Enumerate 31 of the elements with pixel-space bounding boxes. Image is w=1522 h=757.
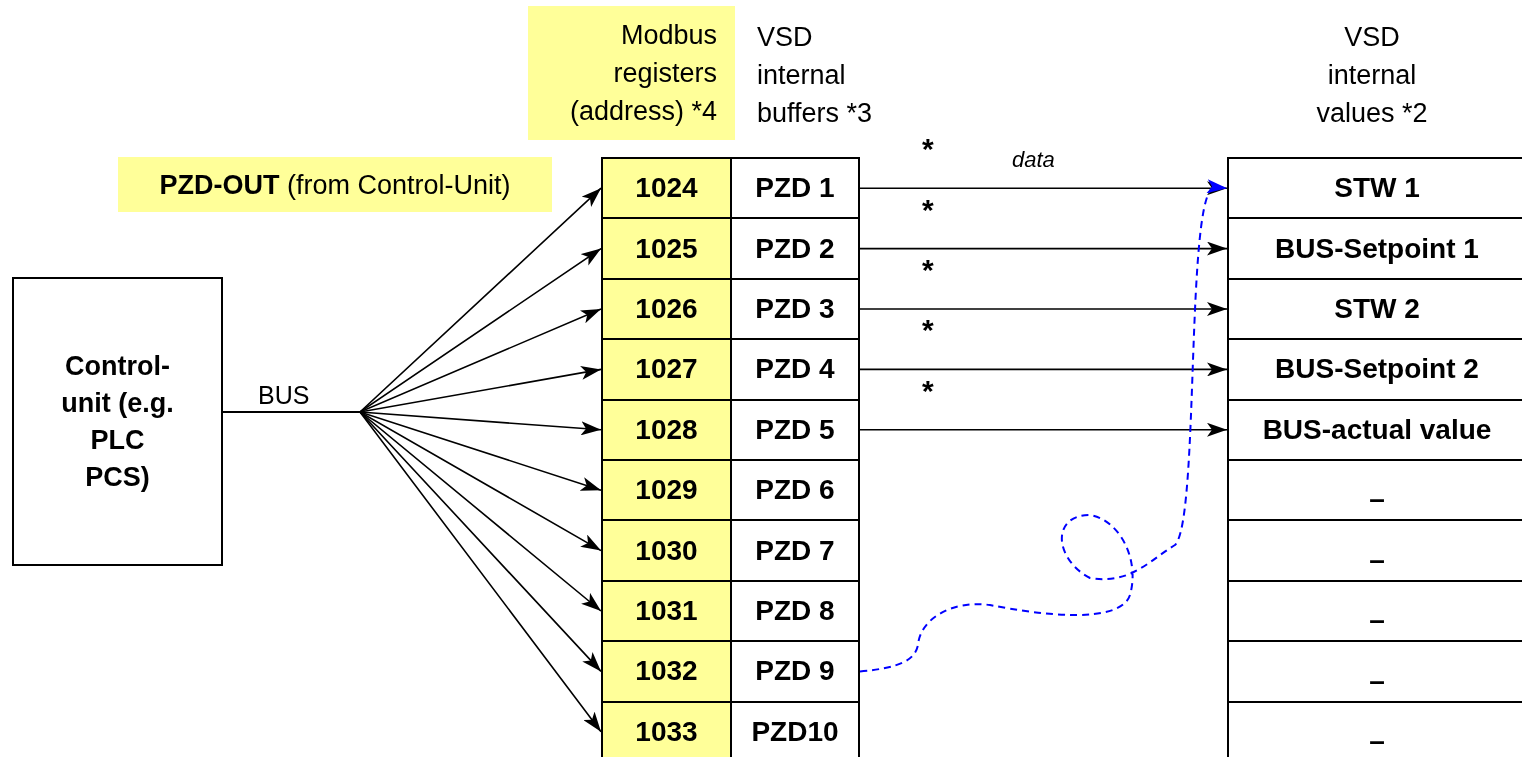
control-unit-box: Control- unit (e.g. PLC PCS) (12, 277, 223, 566)
arrow (859, 362, 1228, 377)
register-cell: 1033 (601, 700, 732, 757)
edge-label: * (922, 194, 934, 225)
register-cell: 1029 (601, 459, 732, 522)
register-cell: 1025 (601, 217, 732, 280)
title-box: PZD-OUT (from Control-Unit) (118, 157, 552, 212)
register-cell: 1026 (601, 277, 732, 341)
note-text: data (1012, 146, 1055, 174)
value-cell: STW 1 (1227, 157, 1522, 220)
arrow (222, 411, 602, 733)
column-heading: VSD internal values *2 (1315, 21, 1429, 130)
header-box: Modbus registers (address) *4 (528, 6, 735, 140)
arrow (859, 302, 1228, 316)
register-cell: 1030 (601, 519, 732, 582)
edge-label: BUS (258, 380, 310, 410)
edge-label: * (922, 255, 934, 285)
register-cell: 1028 (601, 398, 732, 461)
arrow (859, 422, 1228, 437)
dashed-arrow (859, 179, 1228, 673)
edge-label: * (922, 315, 934, 346)
edge-label: * (922, 375, 934, 406)
arrow (859, 181, 1228, 196)
column-heading: VSD internal buffers *3 (757, 21, 874, 130)
register-cell: 1032 (601, 640, 732, 703)
register-cell: 1024 (601, 157, 732, 220)
buffer-cell: PZD 1 (730, 157, 860, 220)
register-cell: 1027 (601, 338, 732, 401)
register-cell: 1031 (601, 579, 732, 643)
arrow (859, 241, 1228, 256)
edge-label: * (922, 134, 934, 165)
